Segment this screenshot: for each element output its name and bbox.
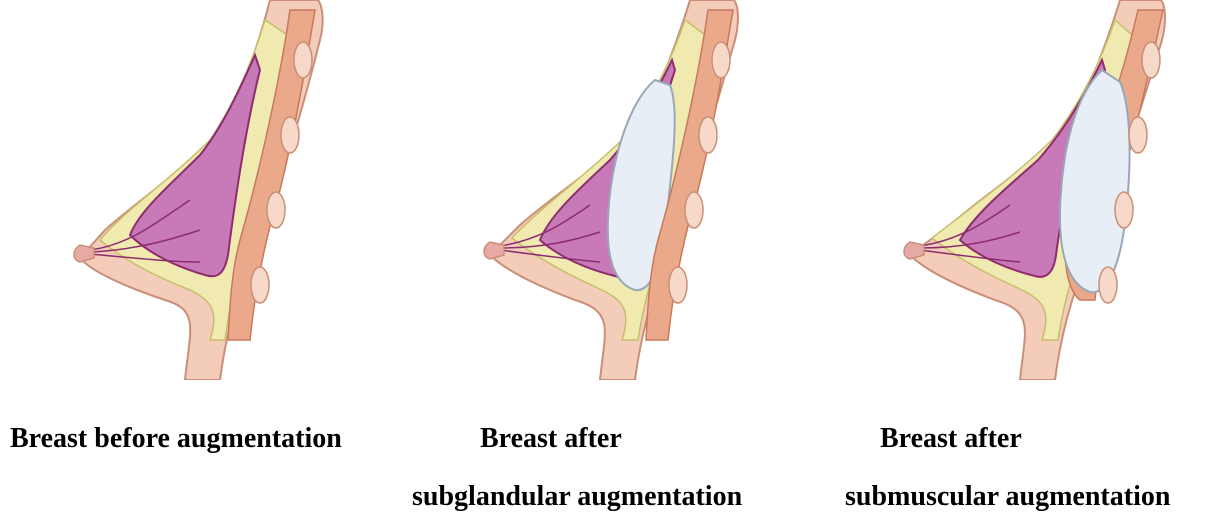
caption-submuscular-line2: submuscular augmentation xyxy=(845,483,1170,511)
nipple xyxy=(904,242,924,259)
caption-subglandular-line1: Breast after xyxy=(480,425,622,453)
breast-before-svg xyxy=(60,0,360,380)
caption-submuscular-line1: Breast after xyxy=(880,425,1022,453)
illustration-subglandular xyxy=(450,0,780,380)
caption-before: Breast before augmentation xyxy=(10,425,342,453)
breast-subglandular-svg xyxy=(450,0,780,380)
illustration-submuscular xyxy=(870,0,1210,380)
nipple xyxy=(484,242,504,259)
illustration-before xyxy=(60,0,360,380)
nipple xyxy=(74,245,94,262)
implant xyxy=(1060,70,1130,292)
caption-subglandular-line2: subglandular augmentation xyxy=(412,483,742,511)
breast-submuscular-svg xyxy=(870,0,1210,380)
